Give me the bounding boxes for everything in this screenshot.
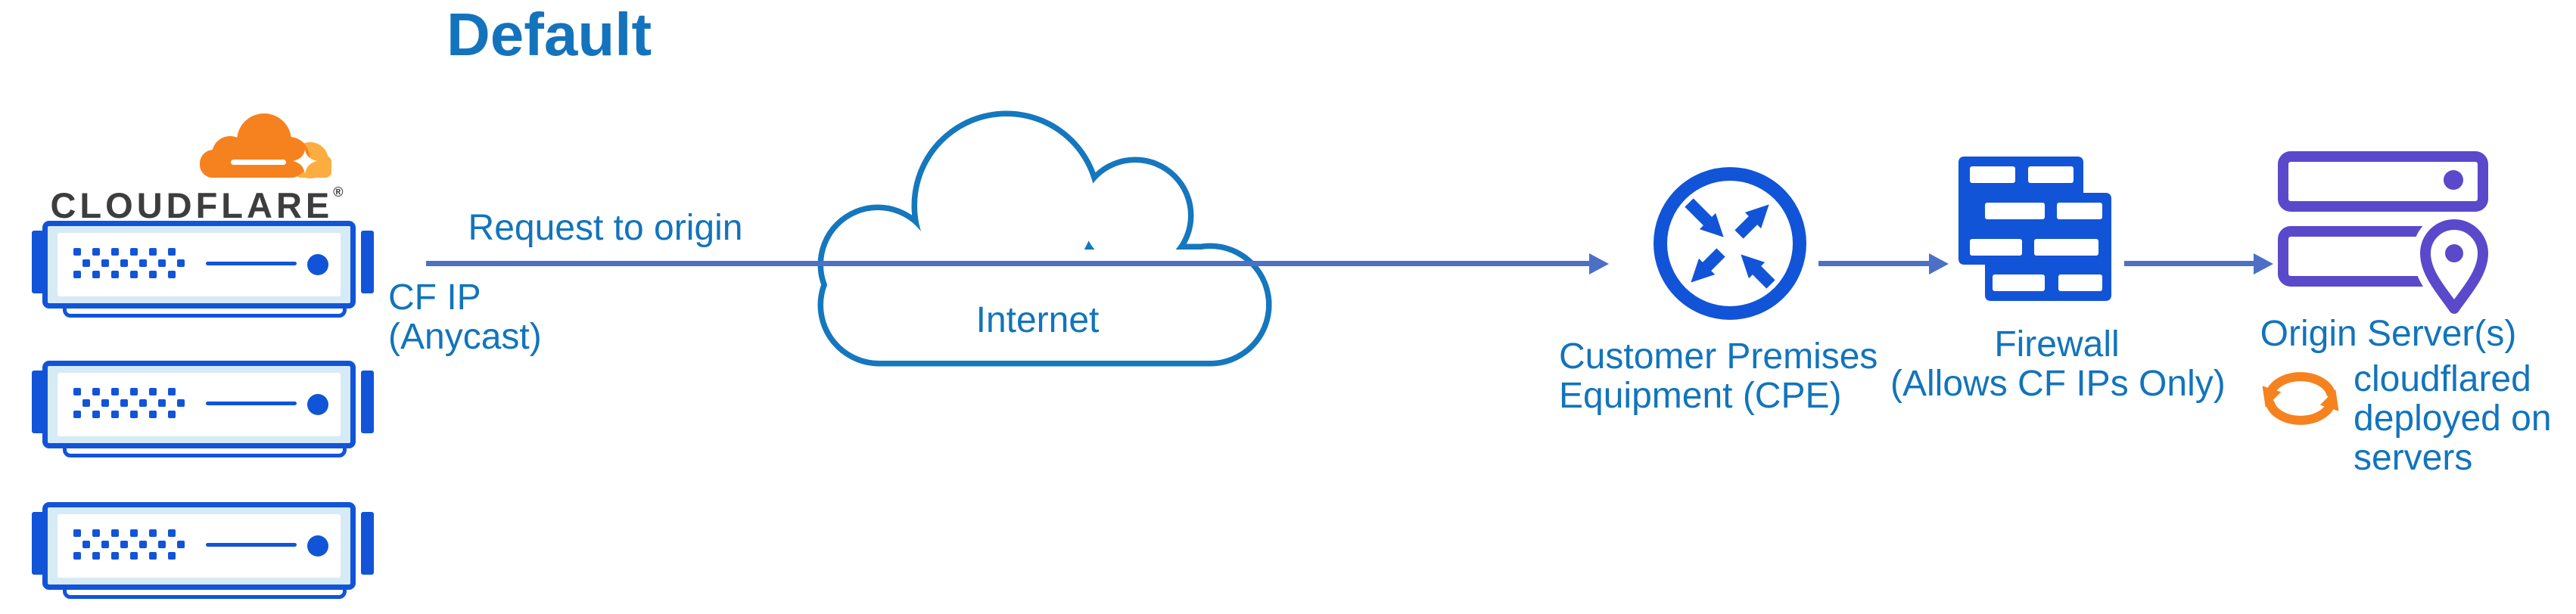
firewall-icon bbox=[1958, 157, 2111, 301]
origin-servers-icon bbox=[2278, 151, 2494, 315]
arrowhead-icon bbox=[1589, 253, 1609, 274]
request-to-origin-label: Request to origin bbox=[468, 208, 743, 248]
cloudflared-note-line3: servers bbox=[2354, 438, 2473, 478]
cf-ip-label-line1: CF IP bbox=[388, 278, 481, 318]
flow-arrow-edge-to-cpe bbox=[426, 261, 1589, 266]
server-led bbox=[307, 254, 328, 275]
cpe-label-line2: Equipment (CPE) bbox=[1559, 376, 1842, 416]
arrowhead-icon bbox=[1929, 253, 1949, 274]
server-body bbox=[42, 221, 356, 309]
cloudflared-sync-icon bbox=[2262, 372, 2339, 425]
server-side-tab bbox=[32, 512, 45, 575]
origin-label: Origin Server(s) bbox=[2260, 314, 2517, 354]
server-side-tab bbox=[361, 231, 374, 293]
location-pin-icon bbox=[2413, 212, 2494, 315]
server-side-tab bbox=[361, 371, 374, 433]
cpe-router-icon bbox=[1654, 167, 1806, 320]
cpe-label-line1: Customer Premises bbox=[1559, 336, 1878, 377]
wordmark-text: CLOUDFLARE bbox=[50, 185, 334, 225]
server-vents-icon bbox=[73, 388, 185, 418]
server-face bbox=[58, 373, 341, 436]
server-led bbox=[307, 394, 328, 415]
internet-label: Internet bbox=[975, 300, 1100, 340]
arrowhead-icon bbox=[2254, 253, 2273, 274]
server-side-tab bbox=[32, 231, 45, 293]
cf-edge-server-2 bbox=[32, 361, 374, 464]
cf-ip-label-line2: (Anycast) bbox=[388, 317, 542, 357]
server-face bbox=[58, 233, 341, 296]
cf-edge-server-1 bbox=[32, 221, 374, 324]
server-slot bbox=[206, 543, 297, 547]
cf-edge-server-3 bbox=[32, 502, 374, 605]
server-led bbox=[307, 535, 328, 557]
server-side-tab bbox=[361, 512, 374, 575]
firewall-label-line2: (Allows CF IPs Only) bbox=[1890, 364, 2226, 404]
server-face bbox=[58, 514, 341, 578]
server-vents-icon bbox=[73, 529, 185, 560]
flow-arrow-cpe-to-firewall bbox=[1818, 261, 1929, 266]
cloudflared-note-line1: cloudflared bbox=[2354, 359, 2531, 399]
server-body bbox=[42, 502, 356, 590]
server-slot bbox=[206, 402, 297, 405]
server-body bbox=[42, 361, 356, 448]
diagram-title: Default bbox=[446, 1, 652, 68]
flow-arrow-firewall-to-origin bbox=[2124, 261, 2254, 266]
server-slot bbox=[206, 262, 297, 265]
server-vents-icon bbox=[73, 248, 185, 278]
cloudflare-logo-icon bbox=[200, 113, 331, 178]
server-side-tab bbox=[32, 371, 45, 433]
cloudflare-wordmark: CLOUDFLARE® bbox=[48, 185, 345, 226]
registered-mark: ® bbox=[333, 185, 344, 200]
firewall-label-line1: Firewall bbox=[1994, 324, 2120, 364]
cloudflared-note-line2: deployed on bbox=[2354, 398, 2552, 439]
